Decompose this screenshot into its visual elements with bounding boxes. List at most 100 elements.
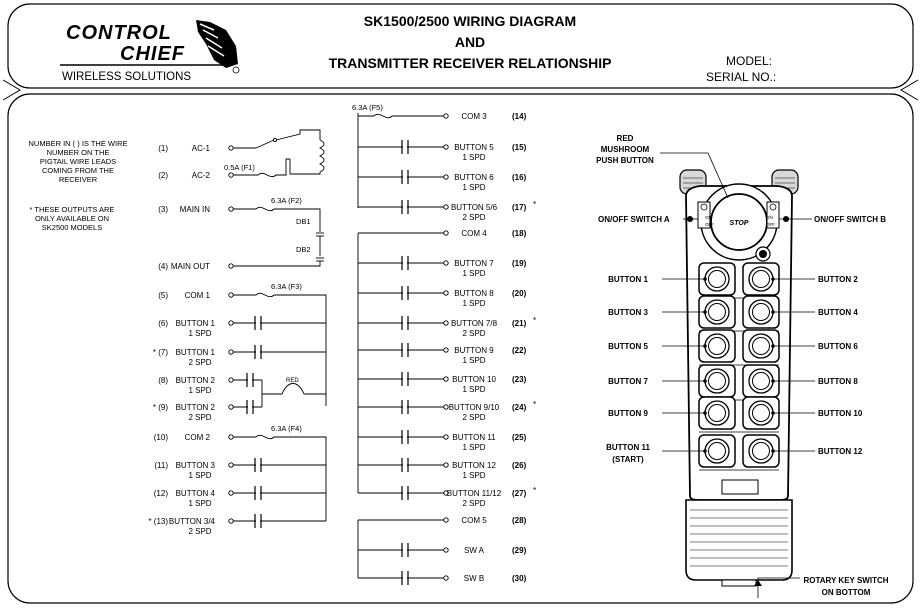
terminal-point: [443, 113, 449, 119]
fuse-f1-label: 0.5A (F1): [224, 163, 255, 172]
right-terminal-18: COM 4(18): [443, 229, 527, 238]
right-terminal-16: BUTTON 61 SPD(16): [401, 170, 527, 192]
wire-number: (22): [512, 346, 527, 355]
right-terminal-24: BUTTON 9/102 SPD(24)*: [401, 400, 536, 422]
terminal-label: COM 2: [185, 433, 211, 442]
terminal-label: BUTTON 11: [452, 433, 496, 442]
wire-number: (4): [158, 262, 168, 271]
left-terminal-8: (8)BUTTON 21 SPD: [158, 373, 254, 395]
switch-a-on: ON: [705, 215, 712, 220]
wire-number: (1): [158, 144, 168, 153]
switch-b-callout: ON/OFF SWITCH B: [779, 215, 886, 224]
terminal-sub-label: 1 SPD: [462, 183, 485, 192]
right-terminal-23: BUTTON 101 SPD(23): [401, 372, 527, 394]
wire-number: (21): [512, 319, 527, 328]
terminal-point: [228, 206, 234, 212]
fuse-f3-label: 6.3A (F3): [271, 282, 302, 291]
terminal-label: COM 1: [185, 291, 211, 300]
wire-number: (20): [512, 289, 527, 298]
terminal-sub-label: 1 SPD: [462, 299, 485, 308]
transmitter-button-3: [698, 295, 736, 329]
terminal-label: MAIN IN: [180, 205, 210, 214]
wire-number: * (13): [148, 517, 168, 526]
button-callout-right: BUTTON 8: [818, 377, 858, 386]
terminal-point: [228, 320, 234, 326]
transmitter-button-9: [698, 396, 736, 430]
button-callout-left: BUTTON 7: [608, 377, 648, 386]
terminal-point: [443, 320, 449, 326]
terminal-label: BUTTON 3/4: [169, 517, 216, 526]
callout-line: PUSH BUTTON: [596, 156, 654, 165]
wire-number: (25): [512, 433, 527, 442]
transmitter-button-8: [742, 364, 780, 398]
right-terminal-15: BUTTON 51 SPD(15): [401, 140, 527, 162]
terminal-sub-label: 2 SPD: [462, 213, 485, 222]
right-terminal-14: COM 3(14): [443, 112, 527, 121]
wire-number: (19): [512, 259, 527, 268]
terminal-label: BUTTON 2: [176, 376, 216, 385]
terminal-sub-label: 1 SPD: [188, 471, 211, 480]
terminal-label: MAIN OUT: [171, 262, 210, 271]
button-callout-right: BUTTON 4: [818, 308, 858, 317]
terminal-point: [228, 462, 234, 468]
right-terminal-20: BUTTON 81 SPD(20): [401, 286, 527, 308]
wire-number: (23): [512, 375, 527, 384]
sk2500-marker: *: [533, 400, 536, 409]
button-callout-right: BUTTON 6: [818, 342, 858, 351]
left-terminal-12: (12)BUTTON 41 SPD: [154, 486, 262, 508]
terminal-label: BUTTON 1: [176, 319, 216, 328]
terminal-point: [443, 575, 449, 581]
switch-b-knob: [769, 203, 777, 211]
terminal-sub-label: 1 SPD: [462, 471, 485, 480]
wire-number: (11): [154, 461, 168, 470]
button-callout-left: BUTTON 9: [608, 409, 648, 418]
red-wire-label: RED: [286, 378, 299, 384]
fuse-f4-label: 6.3A (F4): [271, 424, 302, 433]
button-callout-right: BUTTON 12: [818, 447, 863, 456]
headdress-emblem-icon: [196, 20, 240, 74]
terminal-point: [228, 490, 234, 496]
terminal-label: BUTTON 7/8: [451, 319, 498, 328]
terminal-point: [228, 434, 234, 440]
logo-subtitle: WIRELESS SOLUTIONS: [62, 71, 191, 83]
left-terminal-13: * (13)BUTTON 3/42 SPD: [148, 514, 262, 536]
transmitter-button-10: [742, 396, 780, 430]
left-terminal-rows: (1)AC-1(2)AC-2(3)MAIN IN(4)MAIN OUT(5)CO…: [148, 144, 262, 536]
button-11-callout: BUTTON 11 (START): [606, 443, 650, 464]
terminal-point: [443, 462, 449, 468]
right-terminal-19: BUTTON 71 SPD(19): [401, 256, 527, 278]
terminal-point: [443, 547, 449, 553]
terminal-point: [228, 145, 234, 151]
right-terminal-28: COM 5(28): [443, 516, 527, 525]
wire-number: (2): [158, 171, 168, 180]
logo-top: CONTROL: [66, 22, 172, 44]
right-terminal-17: BUTTON 5/62 SPD(17)*: [401, 200, 536, 222]
right-terminal-21: BUTTON 7/82 SPD(21)*: [401, 316, 536, 338]
left-terminal-3: (3)MAIN IN: [158, 205, 234, 214]
note-line: ONLY AVAILABLE ON: [35, 214, 109, 223]
terminal-sub-label: 1 SPD: [462, 443, 485, 452]
db2-label: DB2: [296, 245, 311, 254]
terminal-point: [443, 376, 449, 382]
terminal-point: [228, 172, 234, 178]
wire-number: (17): [512, 203, 527, 212]
right-terminal-26: BUTTON 121 SPD(26): [401, 458, 527, 480]
header-frame: [7, 3, 914, 89]
terminal-label: SW A: [464, 546, 485, 555]
left-terminal-10: (10)COM 2: [154, 433, 234, 442]
note-line: NUMBER ON THE: [47, 148, 110, 157]
logo-bottom: CHIEF: [120, 43, 185, 65]
transmitter-button-1: [698, 262, 736, 296]
right-terminal-25: BUTTON 111 SPD (25): [401, 430, 527, 452]
switch-a-off: OFF: [705, 222, 714, 227]
transmitter-button-11: [698, 434, 736, 468]
terminal-point: [228, 263, 234, 269]
terminal-point: [443, 290, 449, 296]
left-terminal-2: (2)AC-2: [158, 171, 234, 180]
wire-number: (15): [512, 143, 527, 152]
terminal-label: BUTTON 3: [176, 461, 216, 470]
sk2500-note: * THESE OUTPUTS ARE ONLY AVAILABLE ON SK…: [30, 205, 115, 232]
wire-number: * (9): [153, 403, 168, 412]
